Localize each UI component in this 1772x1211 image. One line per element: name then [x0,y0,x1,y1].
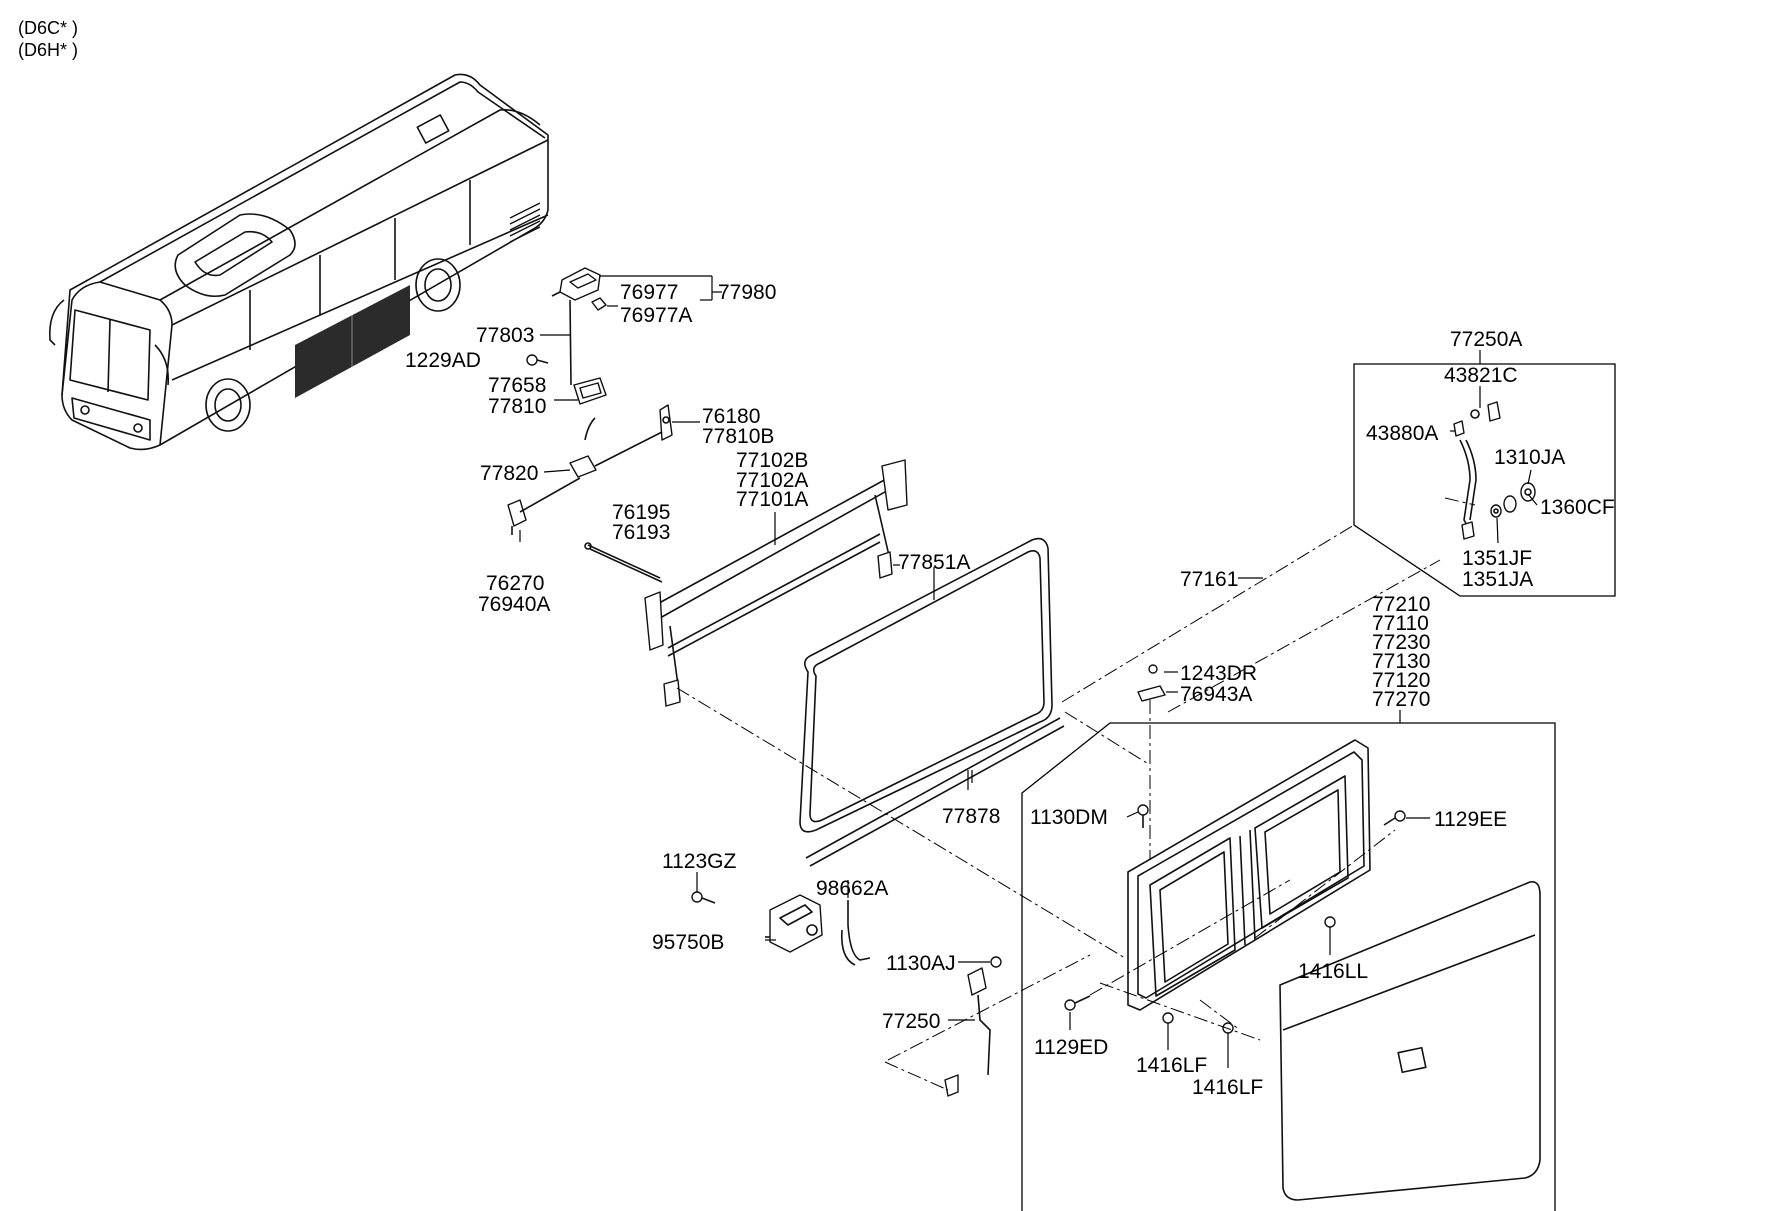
label-1416lf-1: 1416LF [1136,1054,1207,1077]
label-76977: 76977 [620,281,678,304]
label-77130: 77130 [1372,650,1430,673]
label-77161: 77161 [1180,568,1238,591]
latch-parts [507,267,673,535]
callout-lines [519,275,1538,1068]
label-77250: 77250 [882,1010,940,1033]
label-77803: 77803 [476,324,534,347]
label-77250a: 77250A [1450,328,1522,351]
door-panel-box [1021,664,1556,1211]
label-1416lf-2: 1416LF [1192,1076,1263,1099]
weatherstrip-seal [799,537,1065,867]
label-1360cf: 1360CF [1540,496,1615,519]
label-1310ja: 1310JA [1494,446,1565,469]
assembly-leader-lines [676,497,1476,1091]
label-77980: 77980 [718,281,776,304]
label-77102a: 77102A [736,469,808,492]
label-43821c: 43821C [1444,364,1518,387]
label-77101a: 77101A [736,488,808,511]
label-77878: 77878 [942,805,1000,828]
door-actuator [691,891,871,966]
label-77810: 77810 [488,395,546,418]
label-76943a: 76943A [1180,683,1252,706]
label-77102b: 77102B [736,449,808,472]
label-77110: 77110 [1372,612,1429,635]
label-76195: 76195 [612,501,670,524]
label-77230: 77230 [1372,631,1430,654]
label-76977a: 76977A [620,304,692,327]
label-1123gz: 1123GZ [662,850,736,873]
door-frame-rods [584,459,908,707]
label-76180: 76180 [702,405,760,428]
subassembly-box-77250a [1353,350,1616,597]
label-1130dm: 1130DM [1030,806,1108,829]
label-43880a: 43880A [1366,422,1438,445]
label-77210: 77210 [1372,593,1430,616]
variant-label-d6h: (D6H* ) [18,40,78,60]
label-76940a: 76940A [478,593,550,616]
label-77270: 77270 [1372,688,1430,711]
label-76270: 76270 [486,572,544,595]
lower-latch [944,956,1002,1097]
label-1129ee: 1129EE [1434,808,1507,831]
label-77851a: 77851A [898,551,970,574]
part-labels: 77980 76977 76977A 77803 1229AD 77658 77… [405,281,1615,1099]
label-77810b: 77810B [702,425,774,448]
label-1243dr: 1243DR [1180,662,1257,685]
label-1351jf: 1351JF [1462,547,1532,570]
label-95750b: 95750B [652,931,724,954]
label-77120: 77120 [1372,669,1430,692]
label-1130aj: 1130AJ [886,952,956,975]
label-77658: 77658 [488,374,546,397]
label-98662a: 98662A [816,877,888,900]
variant-label-d6c: (D6C* ) [18,18,78,38]
label-1229ad: 1229AD [405,349,481,372]
label-1129ed: 1129ED [1034,1036,1108,1059]
label-1351ja: 1351JA [1462,568,1533,591]
label-1416ll: 1416LL [1298,960,1368,983]
label-76193: 76193 [612,521,670,544]
bus-illustration [48,73,549,451]
label-77820: 77820 [480,462,538,485]
